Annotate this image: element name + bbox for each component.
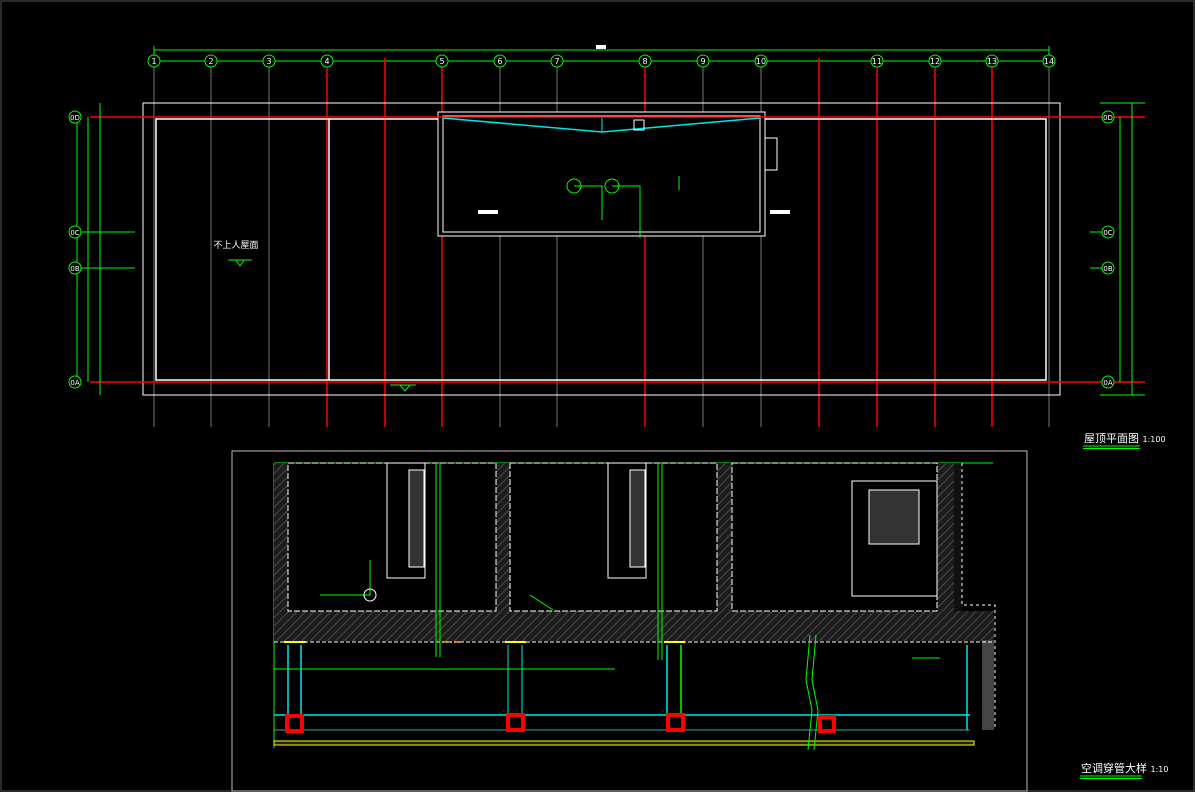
detail-title: 空调穿管大样 1:10: [1081, 761, 1168, 775]
axis-bubble: [696, 54, 710, 68]
axis-bubble: [435, 54, 449, 68]
row-axis-bubble: [68, 225, 82, 239]
row-axis-label: 0D: [1103, 114, 1113, 122]
axis-bubble: [1042, 54, 1056, 68]
axis-label: 8: [642, 57, 647, 66]
axis-bubble: [550, 54, 564, 68]
axis-label: 2: [208, 57, 213, 66]
axis-bubble: [147, 54, 161, 68]
axis-bubble: [870, 54, 884, 68]
row-axis-bubble: [68, 110, 82, 124]
row-axis-bubble: [68, 261, 82, 275]
row-axis-label: 0C: [70, 229, 79, 237]
axis-bubble: [928, 54, 942, 68]
axis-label: 11: [872, 57, 882, 66]
row-axis-label: 0D: [70, 114, 80, 122]
slab: [274, 611, 994, 641]
axis-label: 4: [324, 57, 329, 66]
axis-label: 14: [1044, 57, 1054, 66]
axis-bubble: [985, 54, 999, 68]
detail-frame: [231, 450, 1028, 792]
ac-pipe-detail: 空调穿管大样 1:10: [231, 450, 1168, 792]
axis-label: 10: [756, 57, 766, 66]
axis-label: 13: [987, 57, 997, 66]
axis-bubble: [262, 54, 276, 68]
row-axis-bubbles: 0D 0D 0C 0C 0B 0B 0A 0A: [68, 110, 1115, 389]
row-axis-bubble: [1101, 261, 1115, 275]
roof-label: 不上人屋面: [213, 240, 258, 251]
row-axis-bubble: [68, 375, 82, 389]
axis-label: 9: [700, 57, 705, 66]
axis-label: 7: [554, 57, 559, 66]
row-axis-label: 0B: [1103, 265, 1112, 273]
plan-title: 屋顶平面图 1:100: [1084, 432, 1166, 445]
roof-outline: [142, 102, 1061, 396]
row-axis-label: 0A: [70, 379, 79, 387]
axis-bubble: [754, 54, 768, 68]
row-axis-bubble: [1101, 225, 1115, 239]
axis-label: 1: [151, 57, 156, 66]
row-axis-bubble: [1101, 110, 1115, 124]
row-axis-bubble: [1101, 375, 1115, 389]
row-axis-label: 0B: [70, 265, 79, 273]
axis-bubble: [204, 54, 218, 68]
row-axis-label: 0C: [1103, 229, 1112, 237]
row-axis-label: 0A: [1103, 379, 1112, 387]
axis-label: 12: [930, 57, 940, 66]
axis-bubble: [638, 54, 652, 68]
axis-label: 6: [497, 57, 502, 66]
axis-label: 5: [439, 57, 444, 66]
pipe-fittings: [285, 713, 836, 733]
axis-bubble: [493, 54, 507, 68]
axis-bubble: [320, 54, 334, 68]
axis-label: 3: [266, 57, 271, 66]
